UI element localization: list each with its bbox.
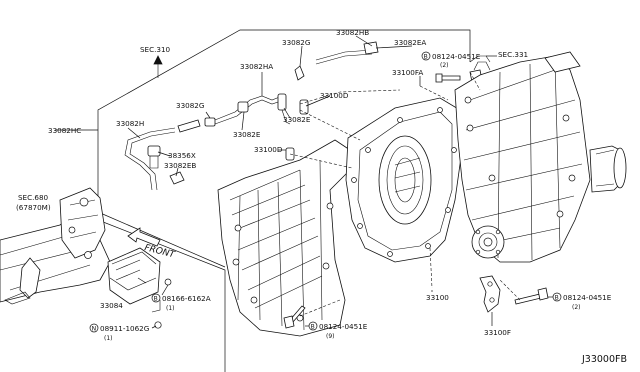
circle-b-marker xyxy=(421,51,431,61)
circle-b-text: B xyxy=(555,294,559,301)
label-33084: 33084 xyxy=(100,301,123,310)
label-33100D-lower: 33100D xyxy=(254,145,283,154)
label-bolt-top-qty: (2) xyxy=(440,62,449,69)
label-33082E-left: 33082E xyxy=(233,130,261,139)
label-sec680-sub: (67870M) xyxy=(16,203,51,212)
bracket-33100F xyxy=(479,275,501,313)
circle-b-text: B xyxy=(311,323,315,330)
label-33082HB: 33082HB xyxy=(336,28,369,37)
bracket-assembly xyxy=(0,187,111,305)
bolts xyxy=(283,73,549,329)
label-nut-module: 08911-1062G xyxy=(100,324,149,333)
label-33082H: 33082H xyxy=(116,119,144,128)
part-labels: SEC.310 SEC.331 SEC.680 (67870M) 33082HB… xyxy=(16,28,627,365)
label-bolt-bottom: 08124-0451E xyxy=(319,322,368,331)
breather-hoses xyxy=(124,41,491,191)
label-sec310: SEC.310 xyxy=(140,45,171,54)
label-bolt-module: 08166-6162A xyxy=(162,294,211,303)
label-bolt-right-qty: (2) xyxy=(572,304,581,311)
frame-lines xyxy=(55,29,471,372)
label-33082EB: 33082EB xyxy=(164,161,196,170)
circle-b-marker xyxy=(308,321,318,331)
transmission-case xyxy=(217,139,351,337)
control-module xyxy=(107,247,172,329)
label-bolt-bottom-qty: (9) xyxy=(326,333,335,340)
label-sec680: SEC.680 xyxy=(18,193,49,202)
label-nut-module-qty: (1) xyxy=(104,335,113,342)
circle-b-text: B xyxy=(154,295,158,302)
adapter-case xyxy=(345,97,463,263)
front-arrow xyxy=(127,227,161,247)
label-leaders xyxy=(127,35,555,329)
label-33100FA: 33100FA xyxy=(392,68,423,77)
circle-b-text: B xyxy=(424,53,428,60)
dashed-leaders xyxy=(289,71,521,317)
label-bolt-module-qty: (1) xyxy=(166,305,175,312)
diagram-code: J33000FB xyxy=(581,354,627,365)
label-33082E-mid: 33082E xyxy=(283,115,311,124)
label-sec331: SEC.331 xyxy=(498,50,528,59)
circle-b-marker xyxy=(552,292,562,302)
label-33082G-mid: 33082G xyxy=(176,101,204,110)
label-bolt-top: 08124-0451E xyxy=(432,52,481,61)
label-33100D-upper: 33100D xyxy=(320,91,349,100)
label-bolt-right: 08124-0451E xyxy=(563,293,612,302)
circle-n-text: N xyxy=(92,325,97,332)
label-33082HA: 33082HA xyxy=(240,62,273,71)
label-38356X: 38356X xyxy=(168,151,196,160)
label-33082HC: 33082HC xyxy=(48,126,81,135)
circle-b-marker xyxy=(151,293,161,303)
label-33082G-top: 33082G xyxy=(282,38,310,47)
circle-n-marker xyxy=(89,323,99,333)
label-33100: 33100 xyxy=(426,293,449,302)
label-33100F: 33100F xyxy=(484,328,511,337)
transfer-case xyxy=(454,51,627,263)
label-33082EA: 33082EA xyxy=(394,38,426,47)
